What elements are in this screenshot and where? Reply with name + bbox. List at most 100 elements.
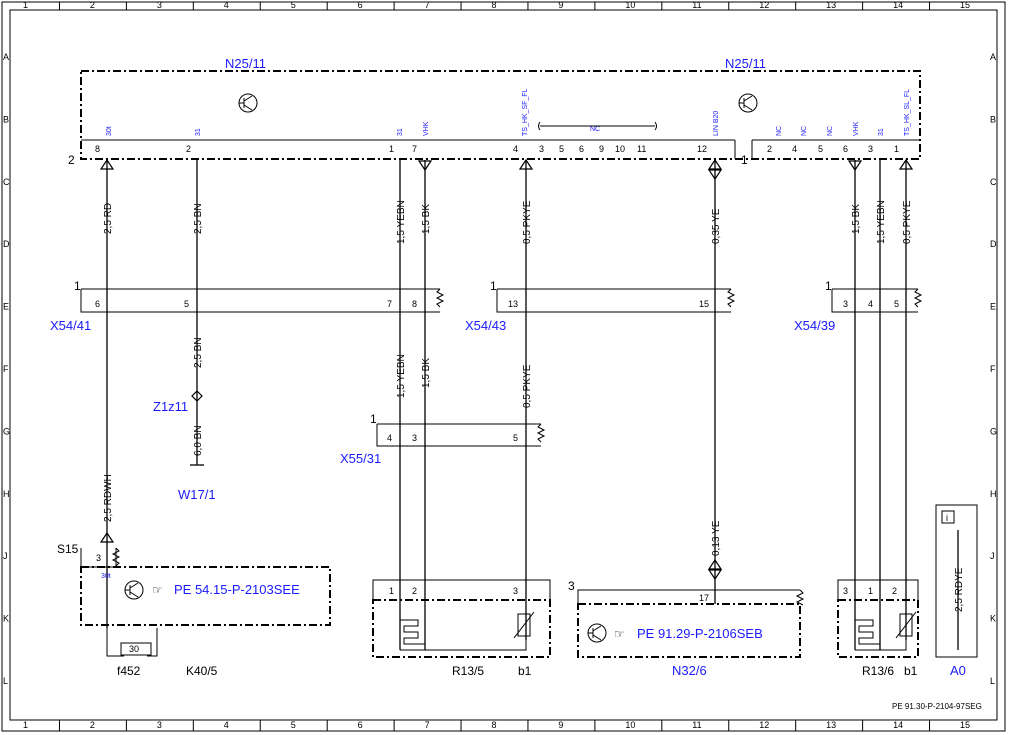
signal-nc: NC	[801, 126, 808, 136]
svg-text:0,5 PKYE: 0,5 PKYE	[902, 200, 913, 244]
grid-column-label: 12	[759, 720, 769, 730]
svg-text:5: 5	[184, 299, 189, 309]
document-id: PE 91.30-P-2104-97SEG	[892, 702, 982, 711]
x54-41-block-number: 1	[74, 279, 81, 293]
svg-text:1,5 YEBN: 1,5 YEBN	[396, 200, 407, 244]
signal-nc: NC	[590, 126, 600, 133]
connector-x54-43	[496, 288, 736, 313]
svg-text:0,13 YE: 0,13 YE	[711, 520, 722, 556]
x55-31-block-number: 1	[370, 412, 377, 426]
grid-row-label: B	[3, 114, 9, 124]
grid-labels: 1122334455667788991010111112121313141415…	[3, 0, 997, 731]
signal-vhk: VHK	[853, 121, 860, 136]
connector-pin-numbers: 6 5 7 8 13 15 3 4 5 4 3 5	[95, 299, 899, 443]
signal-nc: NC	[776, 126, 783, 136]
svg-text:1,5 YEBN: 1,5 YEBN	[396, 354, 407, 398]
signal-31: 31	[195, 128, 202, 136]
svg-text:3: 3	[412, 433, 417, 443]
n25-11-label-right: N25/11	[725, 56, 766, 71]
svg-text:2: 2	[767, 144, 772, 154]
signal-lin-b20: LIN B20	[713, 111, 720, 136]
grid-column-label: 11	[692, 720, 701, 730]
transistor-icon	[238, 93, 258, 113]
svg-text:8: 8	[412, 299, 417, 309]
grid-row-label: G	[3, 426, 10, 436]
svg-text:5: 5	[818, 144, 823, 154]
transistor-icon	[587, 623, 607, 643]
svg-text:6,0 BN: 6,0 BN	[193, 425, 204, 456]
svg-text:4: 4	[387, 433, 392, 443]
svg-text:2,5 RDYE: 2,5 RDYE	[954, 567, 965, 612]
n25-block-number-left: 2	[68, 153, 75, 167]
svg-text:5: 5	[513, 433, 518, 443]
svg-text:1: 1	[894, 144, 899, 154]
svg-text:6: 6	[843, 144, 848, 154]
grid-row-label: A	[990, 52, 996, 62]
reference-link[interactable]: PE 91.29-P-2106SEB	[637, 626, 763, 641]
grid-column-label: 15	[960, 0, 970, 10]
grid-row-label: D	[990, 239, 997, 249]
svg-text:15: 15	[699, 299, 709, 309]
r13-5-pin-1: 1	[389, 586, 394, 596]
grid-row-label: C	[990, 177, 997, 187]
info-icon-glyph: i	[946, 513, 948, 523]
svg-text:0,35 YE: 0,35 YE	[711, 208, 722, 244]
svg-text:5: 5	[559, 144, 564, 154]
n32-6-block-number: 3	[568, 579, 575, 593]
x54-43-label: X54/43	[465, 318, 506, 333]
k40-5-label: K40/5	[186, 664, 218, 678]
wire-labels: 2,5 RD 2,5 BN 1,5 YEBN 1,5 BK 0,5 PKYE 0…	[103, 200, 965, 612]
r13-6-label: R13/6	[862, 664, 894, 678]
grid-column-label: 6	[358, 720, 363, 730]
s15-component	[80, 547, 331, 657]
transistor-icon	[124, 580, 144, 600]
signal-vhk: VHK	[423, 121, 430, 136]
svg-text:1: 1	[389, 144, 394, 154]
grid-row-label: E	[3, 302, 9, 312]
n25-left-pins: 8 2 1 7 4 3 5 6 9 10 11 12	[95, 144, 707, 154]
svg-text:1,5 BK: 1,5 BK	[851, 204, 862, 234]
grid-column-label: 7	[425, 720, 430, 730]
r13-6-pin-3: 3	[843, 586, 848, 596]
grid-column-label: 11	[692, 0, 701, 10]
signal-nc: NC	[827, 126, 834, 136]
signal-31: 31	[878, 128, 885, 136]
x54-39-block-number: 1	[825, 279, 832, 293]
grid-column-label: 3	[157, 720, 162, 730]
svg-text:4: 4	[792, 144, 797, 154]
grid-column-label: 13	[826, 720, 836, 730]
svg-text:8: 8	[95, 144, 100, 154]
info-icon[interactable]	[941, 510, 955, 524]
n25-block-number-right: 1	[741, 153, 748, 167]
transistor-icon	[738, 93, 758, 113]
x54-41-label: X54/41	[50, 318, 91, 333]
svg-text:7: 7	[387, 299, 392, 309]
reference-link[interactable]: PE 54.15-P-2103SEE	[174, 582, 300, 597]
connector-x54-39	[831, 288, 923, 313]
svg-text:7: 7	[412, 144, 417, 154]
r13-5-component	[372, 579, 551, 658]
nc-bracket	[538, 121, 657, 131]
heating-element-icon	[854, 619, 881, 650]
grid-column-label: 6	[358, 0, 363, 10]
r13-6-component	[837, 579, 919, 658]
svg-text:5: 5	[894, 299, 899, 309]
grid-column-label: 15	[960, 720, 970, 730]
svg-text:11: 11	[637, 144, 646, 154]
r13-5-pin-2: 2	[412, 586, 417, 596]
svg-text:2,5 BN: 2,5 BN	[193, 203, 204, 234]
n25-right-pins: 2 4 5 6 3 1	[767, 144, 899, 154]
svg-text:4: 4	[868, 299, 873, 309]
n25-11-label-left: N25/11	[225, 56, 266, 71]
svg-text:1,5 BK: 1,5 BK	[421, 204, 432, 234]
svg-text:1,5 BK: 1,5 BK	[421, 358, 432, 388]
wires	[106, 160, 907, 650]
svg-text:2,5 RDWH: 2,5 RDWH	[103, 474, 114, 522]
grid-row-label: K	[3, 614, 9, 624]
inner-frame	[9, 9, 998, 721]
a0-label: A0	[950, 663, 966, 678]
grid-column-label: 3	[157, 0, 162, 10]
n32-6-component	[577, 589, 805, 658]
svg-text:12: 12	[697, 144, 707, 154]
